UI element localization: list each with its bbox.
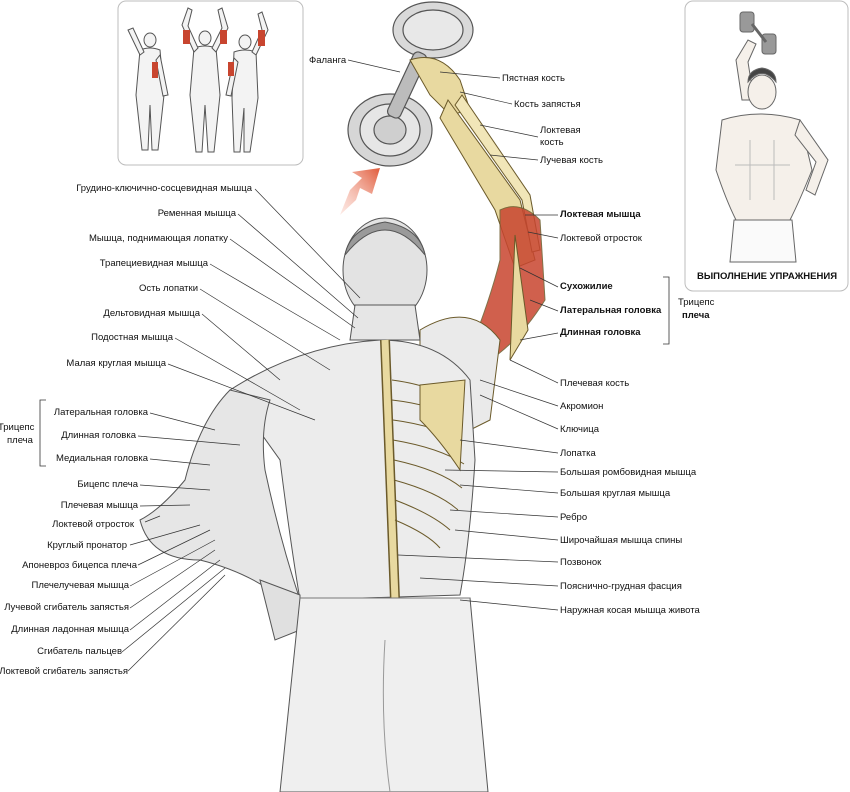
label-malaya-kruglaya: Малая круглая мышца xyxy=(66,358,166,369)
label-lopatka: Лопатка xyxy=(560,448,596,459)
label-akromion: Акромион xyxy=(560,401,604,412)
label-podnimayuschaya-lopatku: Мышца, поднимающая лопатку xyxy=(88,233,228,244)
label-aponevroz: Апоневроз бицепса плеча xyxy=(22,560,137,571)
label-medialnaya-golovka: Медиальная головка xyxy=(56,453,148,464)
label-falanga: Фаланга xyxy=(309,55,347,66)
label-biceps-plecha: Бицепс плеча xyxy=(77,479,138,490)
label-loktevoy-sgibatel: Локтевой сгибатель запястья xyxy=(0,666,128,677)
label-trapecievidnaya: Трапециевидная мышца xyxy=(99,258,208,269)
label-loktevoy-otrostok-right: Локтевой отросток xyxy=(560,233,642,244)
reference-figures-panel xyxy=(117,0,304,166)
leader-lines-right xyxy=(347,59,559,611)
label-suhozhilie: Сухожилие xyxy=(560,281,613,292)
label-pozvonok: Позвонок xyxy=(560,557,602,568)
label-loktevaya-kost-1: Локтевая xyxy=(540,125,581,136)
label-lateralnaya-golovka-right: Латеральная головка xyxy=(560,305,662,316)
triceps-bracket-left xyxy=(39,399,46,467)
label-plechevaya-myshca: Плечевая мышца xyxy=(60,500,138,511)
label-loktevaya-myshca: Локтевая мышца xyxy=(560,209,641,220)
label-luchevaya-kost: Лучевая кость xyxy=(540,155,603,166)
triceps-bracket-right xyxy=(663,276,670,345)
label-bolshaya-kruglaya: Большая круглая мышца xyxy=(560,488,671,499)
label-luchevoy-sgibatel: Лучевой сгибатель запястья xyxy=(4,602,129,613)
raised-arm xyxy=(409,57,546,441)
label-dlinnaya-golovka-right: Длинная головка xyxy=(560,327,641,338)
label-dlinnaya-golovka-left: Длинная головка xyxy=(61,430,136,441)
label-triceps-right-1: Трицепс xyxy=(678,297,715,308)
label-naruzhnaya-kosaya: Наружная косая мышца живота xyxy=(560,605,700,616)
direction-arrow xyxy=(340,168,380,215)
label-grudino-klyuchichno: Грудино-ключично-сосцевидная мышца xyxy=(76,183,252,194)
label-triceps-left-1: Трицепс xyxy=(0,422,35,433)
body xyxy=(139,217,489,792)
label-kost-zapyastya: Кость запястья xyxy=(514,99,581,110)
label-podostnaya: Подостная мышца xyxy=(91,332,173,343)
label-deltovidnaya: Дельтовидная мышца xyxy=(103,308,200,319)
label-triceps-right-2: плеча xyxy=(682,310,710,321)
label-loktevoy-otrostok-left: Локтевой отросток xyxy=(52,519,134,530)
label-remennaya: Ременная мышца xyxy=(157,208,236,219)
exercise-caption: ВЫПОЛНЕНИЕ УПРАЖНЕНИЯ xyxy=(697,271,837,282)
label-shirochayshaya: Широчайшая мышца спины xyxy=(560,535,683,546)
label-lateralnaya-golovka-left: Латеральная головка xyxy=(53,407,148,418)
label-poyasnichno-grudnaya-fasciya: Пояснично-грудная фасция xyxy=(560,581,682,592)
label-dlinnaya-ladonnaya: Длинная ладонная мышца xyxy=(11,624,129,635)
label-triceps-left-2: плеча xyxy=(7,435,33,446)
label-klyuchica: Ключица xyxy=(560,424,599,435)
label-plecheluchevaya: Плечелучевая мышца xyxy=(31,580,130,591)
label-pyastnaya-kost: Пястная кость xyxy=(502,73,565,84)
exercise-panel: ВЫПОЛНЕНИЕ УПРАЖНЕНИЯ xyxy=(684,0,849,292)
leader-lines-left xyxy=(121,188,361,672)
label-ost-lopatki: Ость лопатки xyxy=(138,283,198,294)
label-krugly-pronator: Круглый пронатор xyxy=(47,540,127,551)
label-plechevaya-kost: Плечевая кость xyxy=(560,378,630,389)
label-bolshaya-rombovidnaya: Большая ромбовидная мышца xyxy=(560,467,697,478)
label-sgibatel-palcev: Сгибатель пальцев xyxy=(37,646,122,657)
dumbbell xyxy=(347,1,474,167)
label-loktevaya-kost-2: кость xyxy=(540,137,564,148)
label-rebro: Ребро xyxy=(560,512,588,523)
